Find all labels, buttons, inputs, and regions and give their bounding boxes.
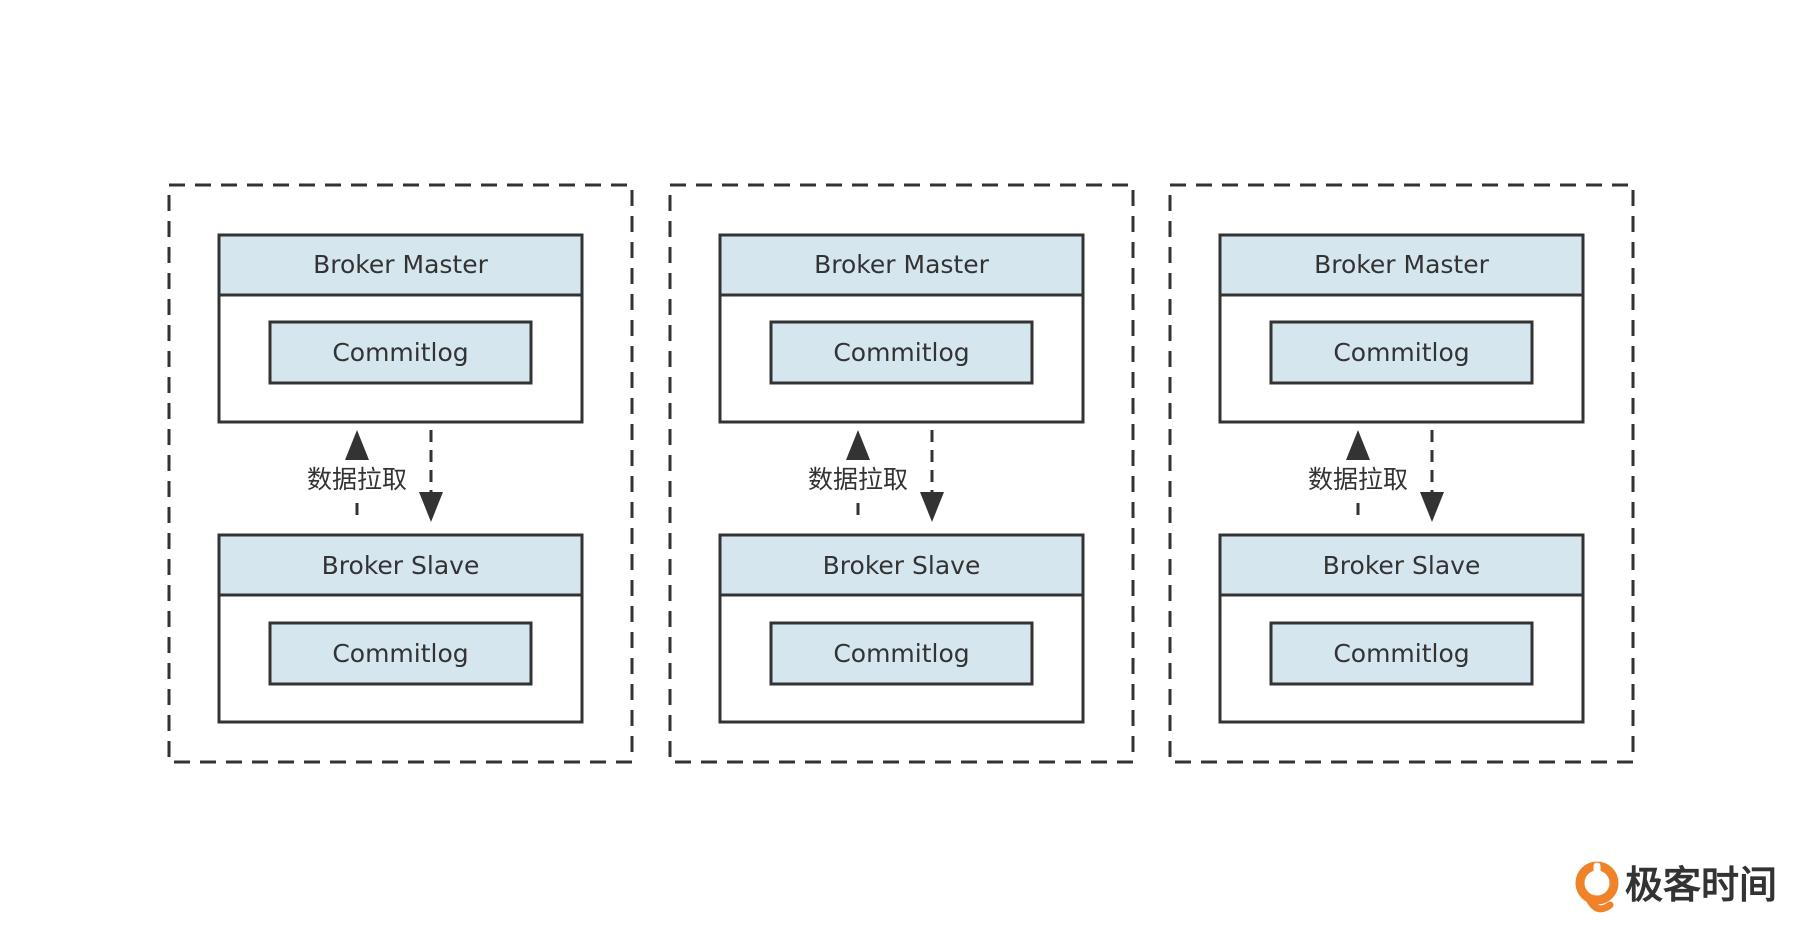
broker-group-3: Broker Master Commitlog 数据拉取 Broker Slav… [1168, 183, 1635, 764]
commitlog-label: Commitlog [1333, 338, 1469, 367]
replicate-arrow-down-head [419, 492, 443, 522]
broker-slave-label: Broker Slave [1323, 551, 1481, 580]
broker-slave-node: Broker Slave Commitlog [217, 533, 584, 724]
sync-label: 数据拉取 [808, 465, 908, 494]
commitlog-label: Commitlog [833, 338, 969, 367]
broker-master-label: Broker Master [313, 250, 488, 279]
geektime-logo-icon [1575, 861, 1619, 913]
broker-slave-label: Broker Slave [322, 551, 480, 580]
commitlog-label: Commitlog [332, 338, 468, 367]
broker-master-node: Broker Master Commitlog [217, 233, 584, 424]
brand-name: 极客时间 [1625, 863, 1777, 907]
broker-slave-node: Broker Slave Commitlog [718, 533, 1085, 724]
commitlog-box [1269, 621, 1534, 686]
commitlog-label: Commitlog [332, 639, 468, 668]
commitlog-box [1269, 320, 1534, 385]
sync-arrows: 数据拉取 [803, 430, 944, 522]
broker-slave-label: Broker Slave [823, 551, 981, 580]
broker-master-label: Broker Master [814, 250, 989, 279]
replicate-arrow-down-head [1420, 492, 1444, 522]
broker-slave-node: Broker Slave Commitlog [1218, 533, 1585, 724]
sync-arrows: 数据拉取 [1303, 430, 1444, 522]
commitlog-box [268, 320, 533, 385]
commitlog-label: Commitlog [833, 639, 969, 668]
sync-label: 数据拉取 [307, 465, 407, 494]
commitlog-label: Commitlog [1333, 639, 1469, 668]
brand-watermark: 极客时间 [1575, 861, 1777, 913]
sync-label: 数据拉取 [1308, 465, 1408, 494]
commitlog-box [769, 621, 1034, 686]
broker-group-2: Broker Master Commitlog 数据拉取 Broker Slav… [668, 183, 1135, 764]
pull-arrow-up-head [1346, 430, 1370, 460]
replicate-arrow-down-head [920, 492, 944, 522]
commitlog-box [769, 320, 1034, 385]
broker-group-1: Broker Master Commitlog 数据拉取 Broker Slav… [167, 183, 634, 764]
commitlog-box [268, 621, 533, 686]
pull-arrow-up-head [846, 430, 870, 460]
broker-master-node: Broker Master Commitlog [718, 233, 1085, 424]
broker-master-label: Broker Master [1314, 250, 1489, 279]
sync-arrows: 数据拉取 [302, 430, 443, 522]
broker-master-node: Broker Master Commitlog [1218, 233, 1585, 424]
pull-arrow-up-head [345, 430, 369, 460]
